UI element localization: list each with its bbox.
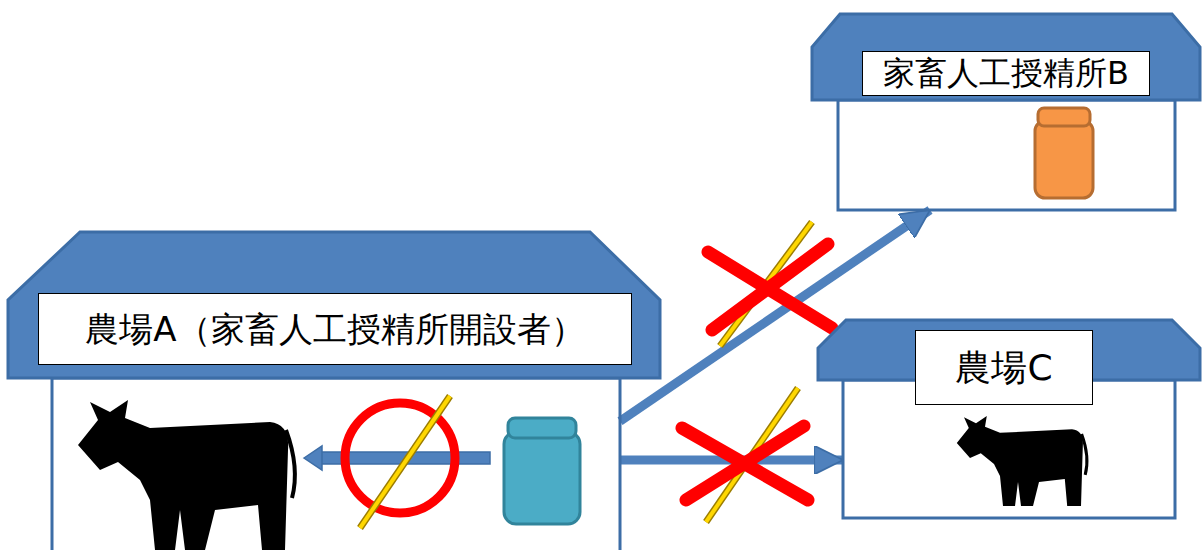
internal-arrow <box>304 446 490 470</box>
semen-jar <box>504 418 580 524</box>
name-plate: 農場C <box>915 330 1093 405</box>
building-wall <box>52 378 620 550</box>
place-name: 農場C <box>955 346 1052 389</box>
place-name: 家畜人工授精所B <box>883 54 1129 92</box>
place-name: 農場A（家畜人工授精所開設者） <box>85 309 584 350</box>
cow-small <box>957 416 1087 506</box>
jar-lid <box>1038 108 1090 126</box>
cross-mark <box>686 426 804 500</box>
building-outline <box>8 232 662 550</box>
prohibited-marks <box>682 222 832 522</box>
transfer-arrow <box>620 210 930 421</box>
building-roof <box>812 14 1200 100</box>
building-node: 家畜人工授精所B <box>812 12 1200 210</box>
name-plate: 農場A（家畜人工授精所開設者） <box>38 293 632 365</box>
allowed-circle <box>345 403 455 513</box>
building-node: 農場C <box>818 318 1200 520</box>
building-wall <box>838 100 1175 210</box>
building-outline <box>812 12 1200 210</box>
cow-large <box>78 400 295 550</box>
arrow-head <box>304 446 322 470</box>
jar-body <box>1035 121 1093 198</box>
cow-tail <box>1082 434 1087 475</box>
cross-mark <box>712 244 828 330</box>
jar-lid <box>508 418 576 438</box>
semen-jar <box>1035 108 1093 198</box>
building-roof <box>8 232 660 378</box>
straw-outline <box>360 396 450 528</box>
building-node: 農場A（家畜人工授精所開設者） <box>8 232 662 550</box>
jar-body <box>504 432 580 524</box>
cow-tail <box>286 430 295 498</box>
name-plate: 家畜人工授精所B <box>862 51 1150 96</box>
straw <box>360 396 450 528</box>
cow-body <box>78 400 288 550</box>
cow-body <box>957 416 1083 506</box>
